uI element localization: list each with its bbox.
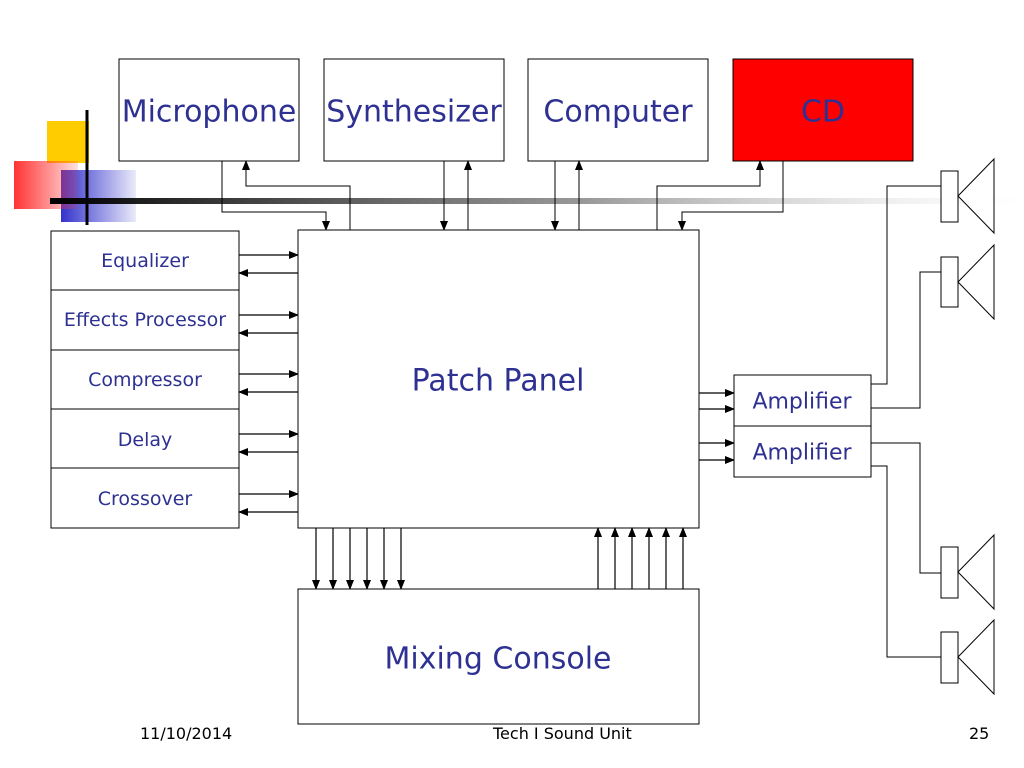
mixing-console: Mixing Console — [297, 588, 700, 725]
patch-panel-label: Patch Panel — [412, 364, 585, 399]
processor-effects-processor-frame — [50, 289, 240, 351]
microphone-return-line — [242, 160, 351, 230]
microphone-output-line — [221, 161, 330, 231]
speakers — [940, 157, 995, 696]
processor-effects-processor: Effects Processor — [50, 289, 240, 351]
source-label-microphone: Microphone — [122, 95, 297, 130]
decor-yellow-square — [47, 121, 89, 163]
patch-panel: Patch Panel — [297, 229, 700, 529]
source-connections — [221, 160, 784, 231]
amplifier-2: Amplifier — [733, 425, 872, 478]
source-box-cd: CD — [732, 58, 914, 162]
footer-title: Tech I Sound Unit — [493, 724, 632, 743]
amplifier-2-frame — [733, 425, 872, 478]
footer-page-number: 25 — [969, 724, 990, 743]
amplifier-stack: Amplifier Amplifier — [733, 374, 872, 478]
amplifier-connections — [699, 389, 735, 464]
source-box-computer: Computer — [527, 58, 709, 162]
source-box-microphone-frame — [118, 58, 300, 162]
processor-crossover-frame — [50, 467, 240, 529]
source-label-synthesizer: Synthesizer — [326, 95, 502, 130]
processor-compressor: Compressor — [50, 349, 240, 410]
amplifier-label-1: Amplifier — [752, 390, 852, 415]
processor-equalizer-frame — [50, 230, 240, 291]
processor-connections — [238, 251, 299, 516]
processor-label-equalizer: Equalizer — [101, 250, 189, 272]
processor-label-crossover: Crossover — [98, 488, 193, 510]
processor-label-compressor: Compressor — [88, 369, 202, 391]
processor-equalizer: Equalizer — [50, 230, 240, 291]
speaker-icon — [940, 243, 995, 321]
amplifier-label-2: Amplifier — [752, 441, 852, 466]
processor-stack: Equalizer Effects Processor Compressor D… — [50, 230, 240, 529]
processor-label-delay: Delay — [118, 429, 173, 451]
decorative-corner-motif — [14, 110, 1024, 225]
patch-panel-frame — [297, 229, 700, 529]
source-box-synthesizer: Synthesizer — [323, 58, 505, 162]
speaker-icon — [940, 157, 995, 235]
speaker-2-wire — [871, 271, 941, 409]
processor-compressor-frame — [50, 349, 240, 410]
mixing-console-frame — [297, 588, 700, 725]
speaker-4-wire — [871, 465, 941, 658]
speaker-wiring — [871, 185, 941, 658]
speaker-1-wire — [871, 185, 941, 385]
source-box-computer-frame — [527, 58, 709, 162]
source-box-synthesizer-frame — [323, 58, 505, 162]
source-devices: Microphone Synthesizer Computer CD — [118, 58, 914, 162]
amplifier-1-frame — [733, 374, 872, 427]
speaker-icon — [940, 533, 995, 611]
source-box-cd-frame — [732, 58, 914, 162]
processor-delay-frame — [50, 408, 240, 469]
mixing-console-label: Mixing Console — [385, 642, 612, 677]
source-label-cd: CD — [801, 95, 845, 130]
processor-delay: Delay — [50, 408, 240, 469]
speaker-icon — [940, 618, 995, 696]
cd-return-line — [656, 160, 764, 230]
amplifier-1: Amplifier — [733, 374, 872, 427]
source-label-computer: Computer — [543, 95, 693, 130]
source-box-microphone: Microphone — [118, 58, 300, 162]
decor-horizontal-bar — [50, 198, 1024, 204]
processor-label-effects-processor: Effects Processor — [64, 309, 226, 331]
cd-output-line — [678, 161, 784, 231]
processor-crossover: Crossover — [50, 467, 240, 529]
speaker-3-wire — [871, 442, 941, 574]
console-connections — [312, 527, 687, 590]
footer-date: 11/10/2014 — [140, 724, 233, 743]
